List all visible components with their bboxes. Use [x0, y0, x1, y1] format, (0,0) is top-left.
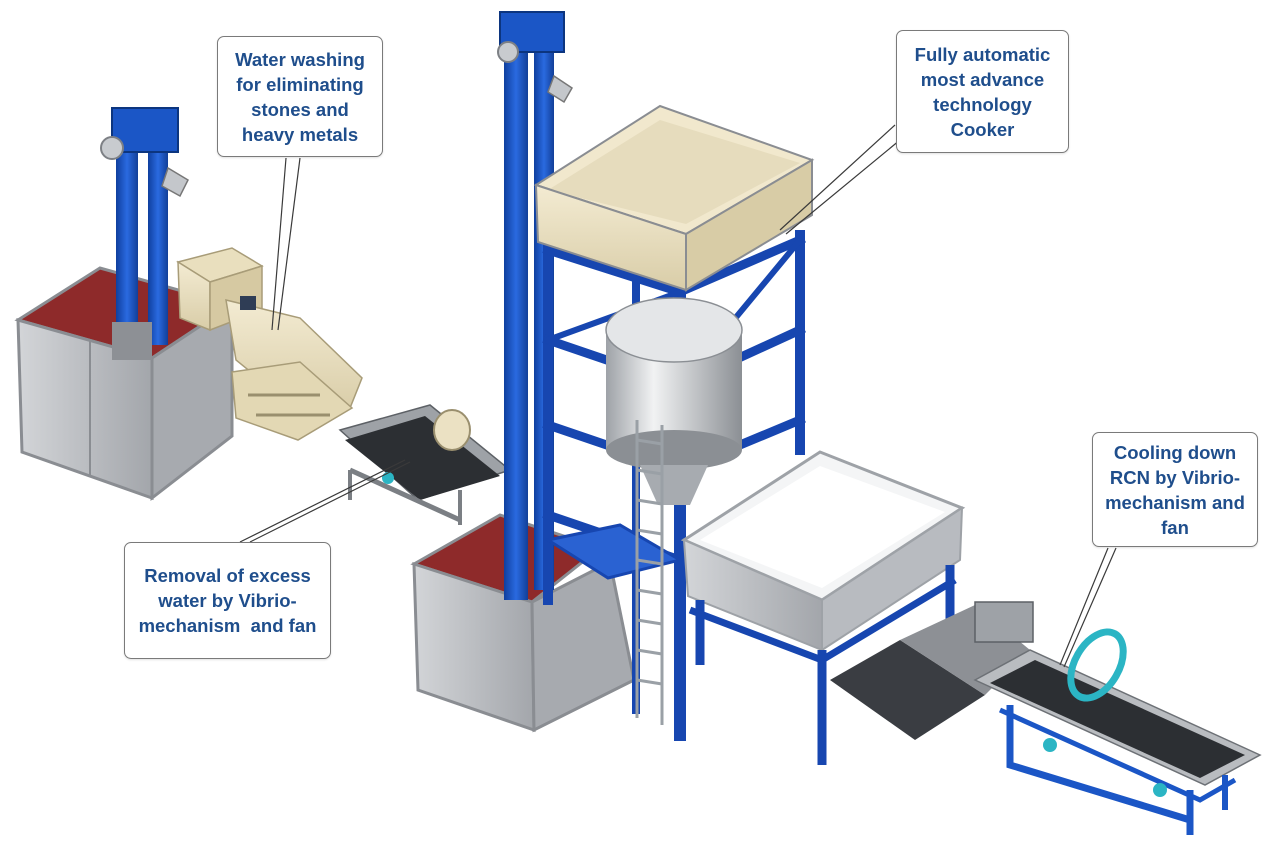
callout-water-removal: Removal of excess water by Vibrio- mecha… — [124, 542, 331, 659]
callout-cooling: Cooling down RCN by Vibrio- mechanism an… — [1092, 432, 1258, 547]
callout-line: for eliminating — [236, 73, 364, 95]
callout-cooker: Fully automatic most advance technology … — [896, 30, 1069, 153]
callout-line: fan — [1161, 516, 1189, 538]
callout-water-washing: Water washing for eliminating stones and… — [217, 36, 383, 157]
callout-line: RCN by Vibrio- — [1109, 466, 1241, 488]
ladder — [635, 420, 664, 725]
callout-line: mechanism and fan — [138, 615, 317, 636]
cooling-fan-guard — [1067, 628, 1127, 702]
callout-line: technology — [933, 93, 1032, 115]
dewatering-vibro-conveyor — [338, 404, 512, 525]
callout-leaders — [239, 124, 1117, 668]
callout-line: stones and — [251, 98, 349, 120]
callout-line: Cooling down — [1113, 441, 1237, 463]
callout-line: most advance — [920, 68, 1045, 90]
cooker-feed-hopper — [533, 104, 815, 292]
callout-line: Water washing — [235, 48, 365, 70]
callout-line: water by Vibrio- — [158, 590, 297, 611]
cooling-vibro-conveyor — [973, 649, 1262, 835]
callout-line: Fully automatic — [914, 43, 1051, 65]
left-bucket-elevator — [100, 107, 189, 360]
callout-line: mechanism and — [1105, 491, 1245, 513]
cooling-hopper — [680, 450, 966, 652]
callout-line: heavy metals — [241, 123, 359, 145]
callout-line: Removal of excess — [144, 565, 311, 586]
tall-bucket-elevator — [497, 11, 573, 600]
callout-line: Cooker — [950, 118, 1015, 140]
cooker-vessel — [605, 297, 743, 505]
water-washing-machine — [176, 247, 363, 441]
